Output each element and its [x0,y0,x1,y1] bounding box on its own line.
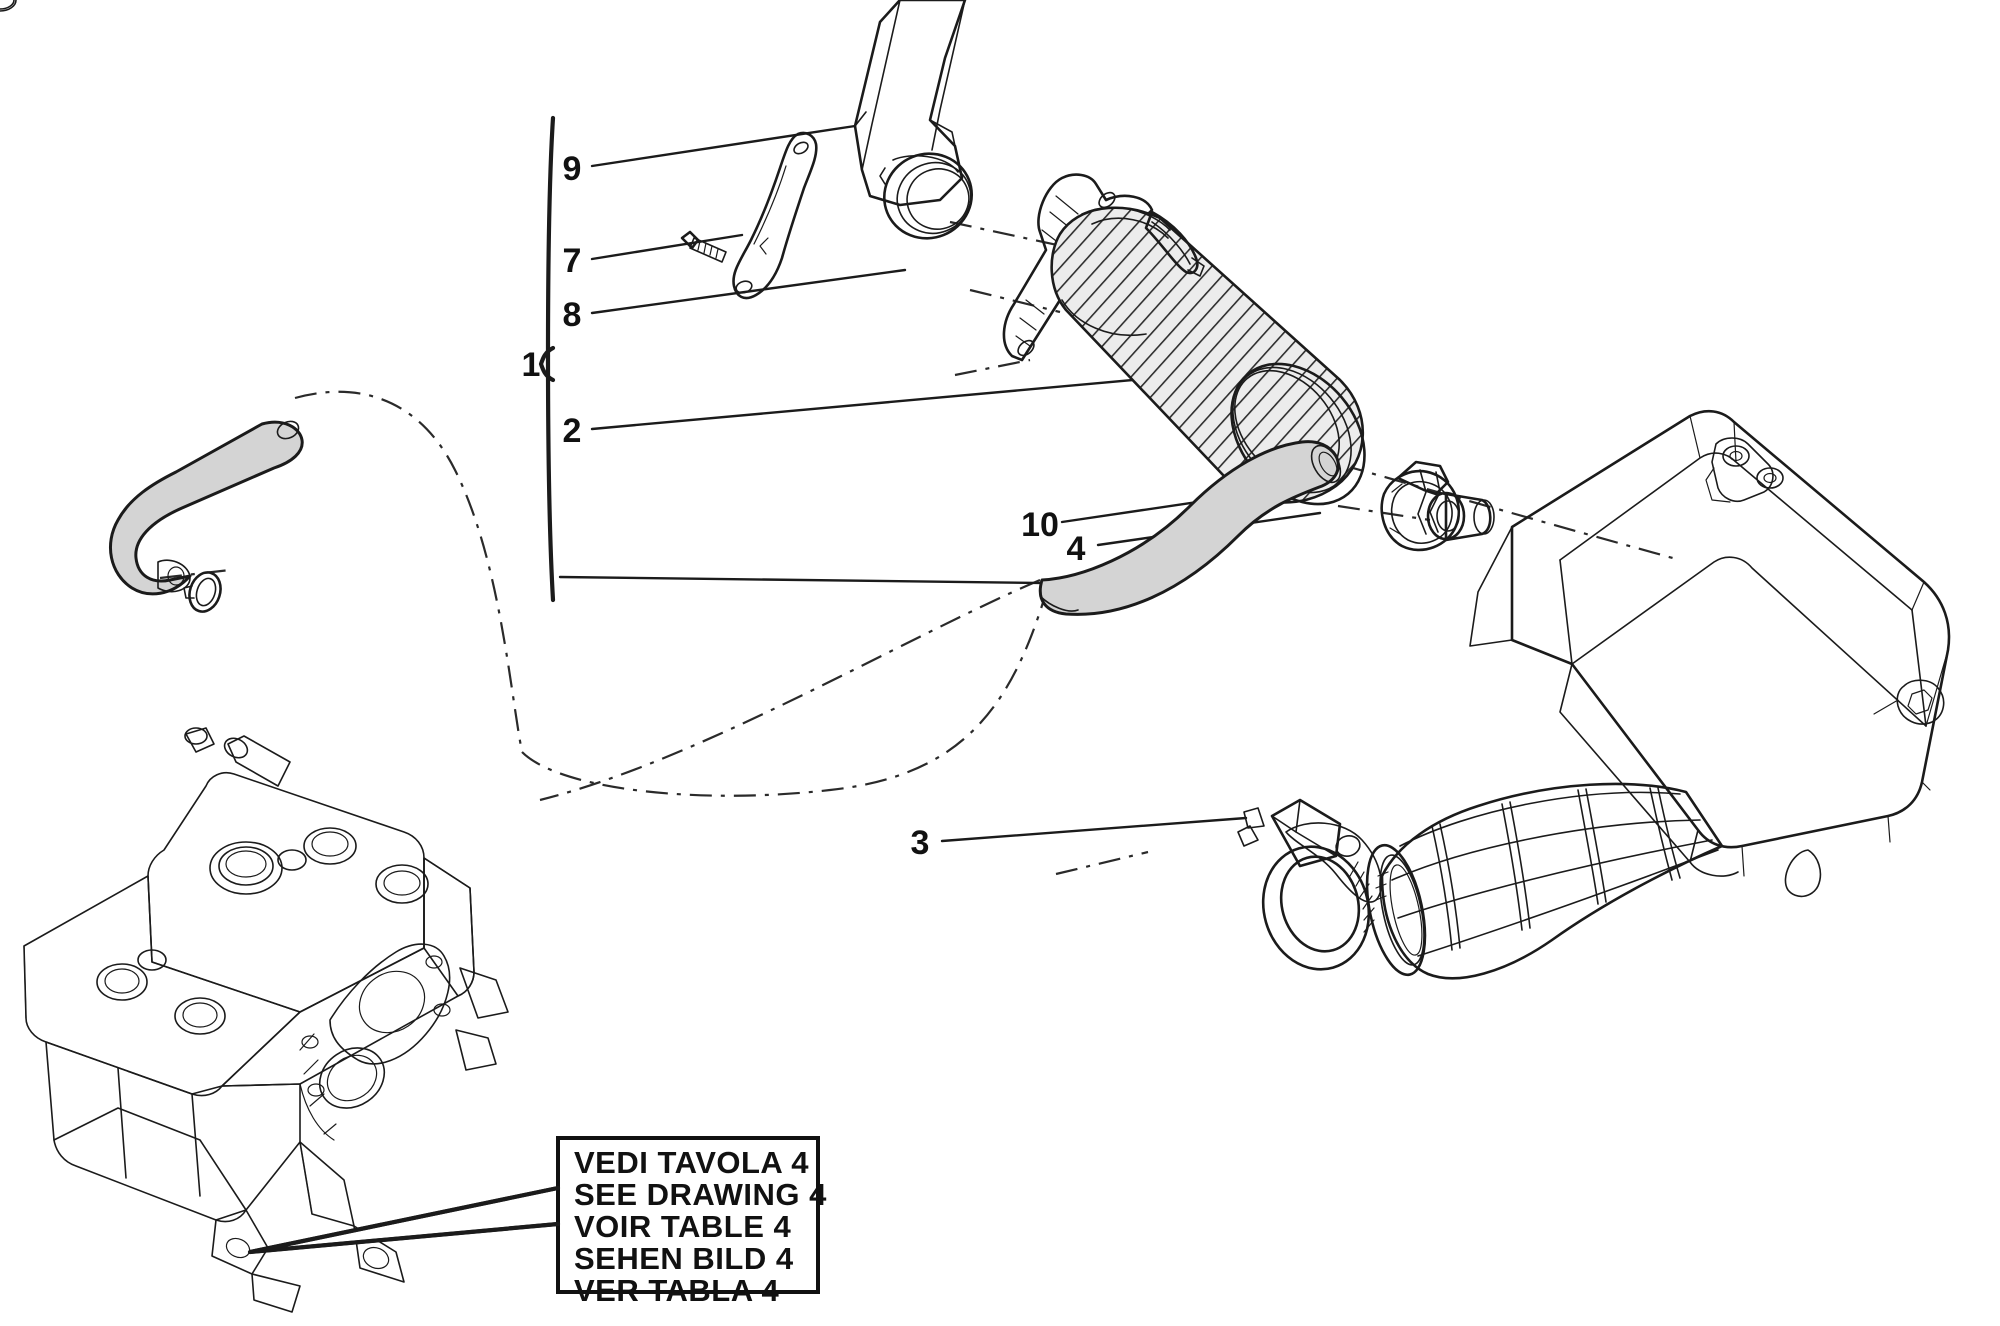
air-filter-element [1002,173,1366,506]
engine-cylinder-head [23,727,509,1313]
rubber-grommet [1426,491,1495,542]
breather-hose-right [0,0,1342,616]
note-line-4: SEHEN BILD 4 [574,1241,794,1276]
airbox-mount-boss-b [1873,679,1945,725]
callout-numbers: 9 7 8 1 2 10 4 3 [522,150,1086,862]
callout-8: 8 [563,296,582,334]
small-hose-clip-left [183,571,222,613]
callout-1: 1 [522,346,541,384]
intake-rubber-boot [1365,782,1724,980]
breather-hose-left [0,0,304,596]
see-drawing-note: VEDI TAVOLA 4 SEE DRAWING 4 VOIR TABLE 4… [247,1136,827,1308]
note-line-1: VEDI TAVOLA 4 [574,1145,809,1180]
group-bracket-1 [538,115,556,603]
filter-bracket [732,131,818,300]
intake-snorkel-duct [853,0,974,240]
note-line-5: VER TABLA 4 [574,1273,780,1308]
note-line-3: VOIR TABLE 4 [574,1209,792,1244]
callout-2: 2 [563,412,582,450]
callout-4: 4 [1067,530,1086,568]
callout-9: 9 [563,150,582,188]
airbox-mount-boss-a [1705,437,1784,503]
callout-7: 7 [563,242,582,280]
callout-3: 3 [911,824,930,862]
airbox-housing [1469,409,1951,898]
centerlines [159,220,1681,876]
worm-gear-hose-clamp [1237,798,1383,971]
mounting-screw [680,230,727,263]
note-line-2: SEE DRAWING 4 [574,1177,827,1212]
callout-10: 10 [1021,506,1059,544]
